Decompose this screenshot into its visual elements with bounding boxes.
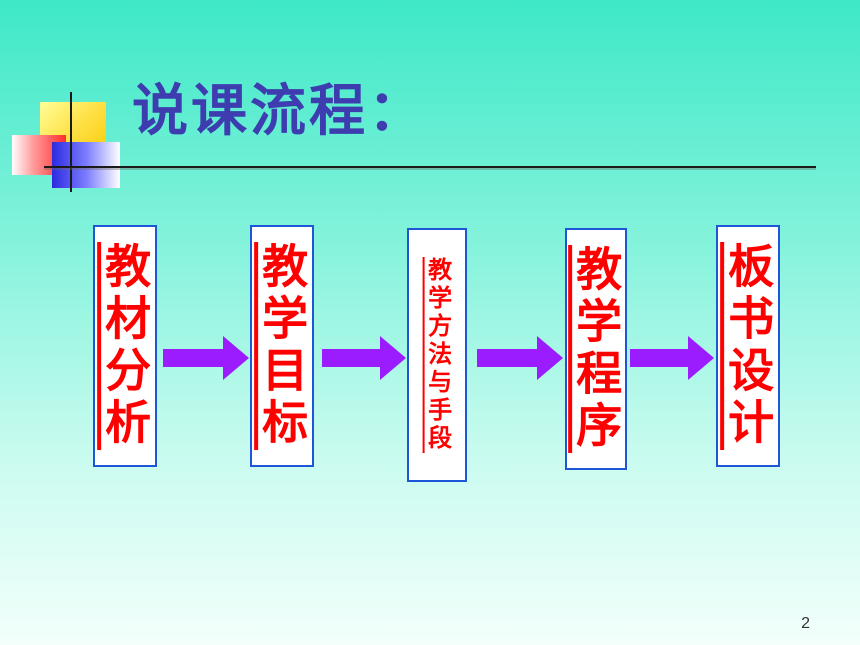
deco-blue-square <box>52 142 120 188</box>
arrow-right-icon <box>322 336 406 380</box>
step-box-textbook-analysis: 教材分析 <box>93 225 157 467</box>
step-label: 教学方法与手段 <box>423 257 452 453</box>
page-number: 2 <box>801 615 810 632</box>
title-underline <box>44 166 816 168</box>
step-label: 教材分析 <box>98 242 153 450</box>
arrow-right-icon <box>477 336 563 380</box>
step-label: 教学程序 <box>569 245 624 453</box>
slide-title: 说课流程： <box>132 79 427 144</box>
step-label: 板书设计 <box>721 242 776 450</box>
title-underline-shadow <box>44 168 816 170</box>
step-box-teaching-goals: 教学目标 <box>250 225 314 467</box>
step-box-blackboard-design: 板书设计 <box>716 225 780 467</box>
deco-vertical-line <box>70 92 72 192</box>
step-box-methods-and-means: 教学方法与手段 <box>407 228 467 482</box>
step-box-teaching-procedure: 教学程序 <box>565 228 627 470</box>
step-label: 教学目标 <box>255 242 310 450</box>
arrow-right-icon <box>163 336 249 380</box>
arrow-right-icon <box>630 336 714 380</box>
